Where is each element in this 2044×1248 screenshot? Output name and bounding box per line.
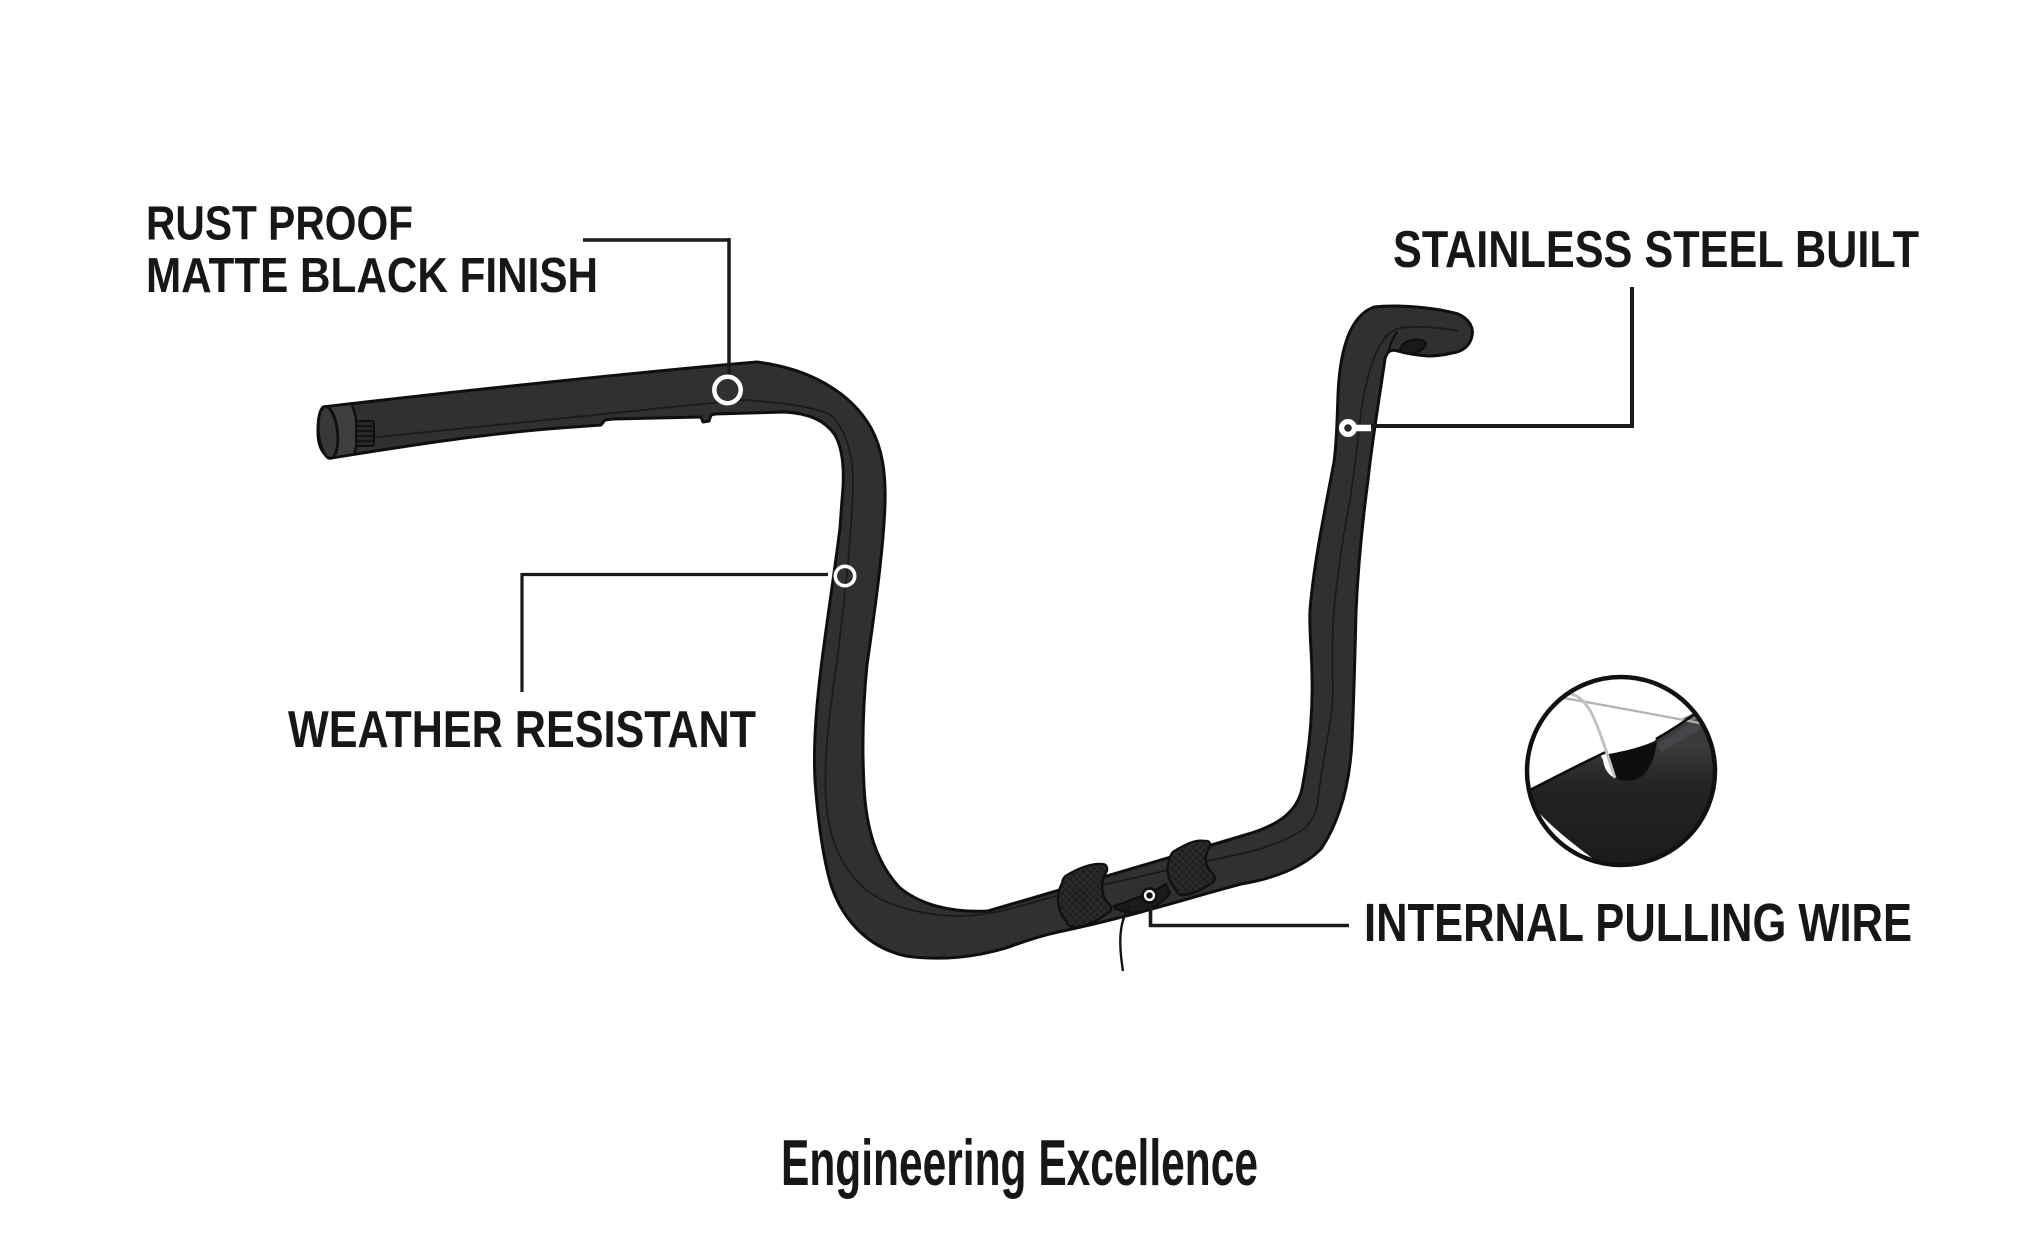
svg-text:Engineering Excellence: Engineering Excellence xyxy=(781,1126,1258,1199)
svg-text:WEATHER RESISTANT: WEATHER RESISTANT xyxy=(288,701,756,759)
svg-text:MATTE BLACK FINISH: MATTE BLACK FINISH xyxy=(146,248,598,303)
svg-text:RUST PROOF: RUST PROOF xyxy=(146,197,413,251)
svg-text:INTERNAL PULLING WIRE: INTERNAL PULLING WIRE xyxy=(1364,894,1912,953)
svg-text:STAINLESS STEEL BUILT: STAINLESS STEEL BUILT xyxy=(1393,221,1919,279)
